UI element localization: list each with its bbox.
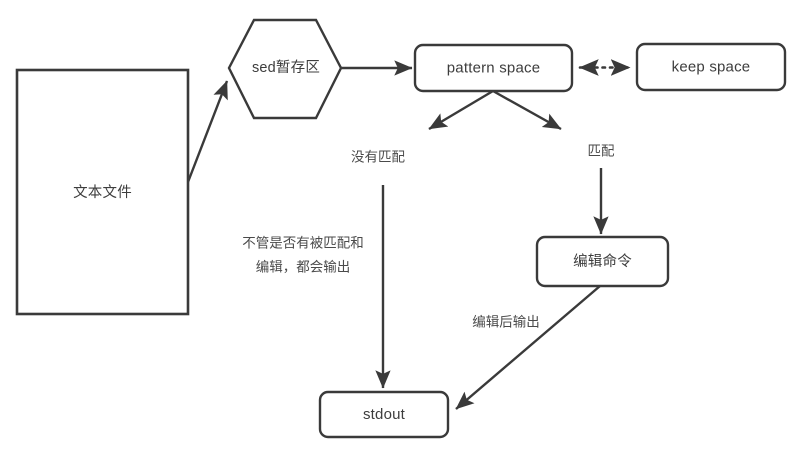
node-pattern-space-label: pattern space <box>447 59 541 76</box>
edge-label-always-output-line2: 编辑，都会输出 <box>256 260 351 275</box>
node-pattern-space[interactable]: pattern space <box>413 43 574 93</box>
node-keep-space-label: keep space <box>672 58 751 75</box>
node-keep-space[interactable]: keep space <box>635 42 787 92</box>
edge-textfile-to-sedbuffer <box>186 80 229 183</box>
node-sed-buffer-label: sed暂存区 <box>252 59 320 76</box>
node-text-file[interactable]: 文本文件 <box>15 68 190 316</box>
node-edit-command[interactable]: 编辑命令 <box>535 235 670 288</box>
node-edit-command-label: 编辑命令 <box>573 252 632 270</box>
edge-label-output-after-edit: 编辑后输出 <box>472 315 540 330</box>
edge-label-match: 匹配 <box>588 144 616 159</box>
edge-patternspace-match <box>492 89 562 131</box>
edge-editcommand-to-stdout <box>455 285 601 410</box>
node-sed-buffer[interactable]: sed暂存区 <box>227 18 343 120</box>
edge-label-no-match: 没有匹配 <box>351 150 405 165</box>
node-stdout-label: stdout <box>363 406 406 423</box>
edge-patternspace-nomatch <box>428 89 494 131</box>
node-stdout[interactable]: stdout <box>318 390 450 439</box>
node-text-file-label: 文本文件 <box>73 184 132 201</box>
edge-label-always-output-line1: 不管是否有被匹配和 <box>242 236 364 251</box>
